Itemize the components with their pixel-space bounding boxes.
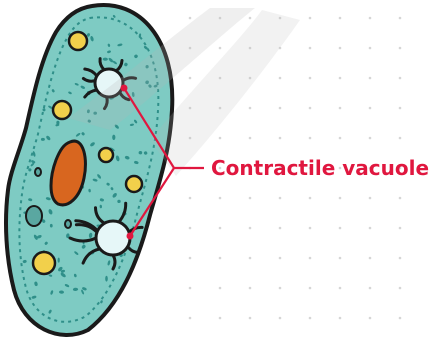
cytoplasm-granule bbox=[112, 135, 115, 140]
grid-dot bbox=[189, 287, 192, 290]
grid-dot bbox=[369, 17, 372, 20]
grid-dot bbox=[309, 137, 312, 140]
grid-dot bbox=[249, 227, 252, 230]
grid-dot bbox=[399, 17, 402, 20]
grid-dot bbox=[249, 137, 252, 140]
grid-dot bbox=[369, 257, 372, 260]
grid-dot bbox=[339, 77, 342, 80]
grid-dot bbox=[189, 77, 192, 80]
grid-dot bbox=[279, 317, 282, 320]
grid-dot bbox=[219, 227, 222, 230]
grid-dot bbox=[219, 257, 222, 260]
grid-dot bbox=[369, 77, 372, 80]
grid-dot bbox=[339, 17, 342, 20]
grid-dot bbox=[189, 317, 192, 320]
food-vacuole bbox=[99, 148, 113, 162]
grid-dot bbox=[369, 287, 372, 290]
grid-dot bbox=[369, 197, 372, 200]
grid-dot bbox=[249, 107, 252, 110]
grid-dot bbox=[219, 197, 222, 200]
grid-dot bbox=[219, 137, 222, 140]
food-vacuole bbox=[33, 252, 55, 274]
grid-dot bbox=[399, 47, 402, 50]
paramecium-cell bbox=[6, 5, 172, 335]
grid-dot bbox=[279, 257, 282, 260]
grid-dot bbox=[249, 317, 252, 320]
grid-dot bbox=[249, 287, 252, 290]
grid-dot bbox=[339, 227, 342, 230]
grid-dot bbox=[279, 107, 282, 110]
grid-dot bbox=[279, 137, 282, 140]
grid-dot bbox=[189, 227, 192, 230]
grid-dot bbox=[339, 317, 342, 320]
grid-dot bbox=[189, 17, 192, 20]
grid-dot bbox=[219, 287, 222, 290]
grid-dot bbox=[309, 257, 312, 260]
grid-dot bbox=[189, 197, 192, 200]
grid-dot bbox=[309, 317, 312, 320]
grid-dot bbox=[369, 47, 372, 50]
grid-dot bbox=[399, 107, 402, 110]
grid-dot bbox=[369, 317, 372, 320]
grid-dot bbox=[399, 287, 402, 290]
grid-dot bbox=[309, 107, 312, 110]
grid-dot bbox=[249, 17, 252, 20]
grid-dot bbox=[189, 257, 192, 260]
vacuole-body bbox=[96, 221, 130, 255]
grid-dot bbox=[279, 287, 282, 290]
grid-dot bbox=[369, 137, 372, 140]
grid-dot bbox=[339, 257, 342, 260]
grid-dot bbox=[339, 287, 342, 290]
cytoplasm-granule bbox=[58, 258, 60, 263]
grid-dot bbox=[399, 137, 402, 140]
grid-dot bbox=[279, 77, 282, 80]
small-vacuole bbox=[65, 220, 71, 228]
grid-dot bbox=[309, 47, 312, 50]
grid-dot bbox=[369, 227, 372, 230]
grid-dot bbox=[309, 77, 312, 80]
leader-dot-top bbox=[121, 85, 128, 92]
grid-dot bbox=[309, 197, 312, 200]
grid-dot bbox=[399, 257, 402, 260]
grid-dot bbox=[309, 227, 312, 230]
grid-dot bbox=[279, 197, 282, 200]
grid-dot bbox=[399, 197, 402, 200]
cytoplasm-granule bbox=[105, 276, 108, 282]
grid-dot bbox=[219, 317, 222, 320]
grid-dot bbox=[309, 287, 312, 290]
contractile-vacuole-label: Contractile vacuole bbox=[211, 156, 429, 180]
grid-dot bbox=[339, 197, 342, 200]
grid-dot bbox=[399, 227, 402, 230]
leader-dot-bottom bbox=[127, 233, 134, 240]
grid-dot bbox=[219, 47, 222, 50]
food-vacuole bbox=[69, 32, 87, 50]
grid-dot bbox=[399, 317, 402, 320]
grid-dot bbox=[399, 77, 402, 80]
small-vacuole bbox=[26, 206, 42, 226]
grid-dot bbox=[369, 107, 372, 110]
grid-dot bbox=[339, 107, 342, 110]
grid-dot bbox=[249, 197, 252, 200]
grid-dot bbox=[309, 17, 312, 20]
grid-dot bbox=[339, 137, 342, 140]
small-vacuole bbox=[35, 168, 41, 176]
food-vacuole bbox=[53, 101, 71, 119]
grid-dot bbox=[279, 227, 282, 230]
grid-dot bbox=[249, 257, 252, 260]
grid-dot bbox=[339, 47, 342, 50]
food-vacuole bbox=[126, 176, 142, 192]
